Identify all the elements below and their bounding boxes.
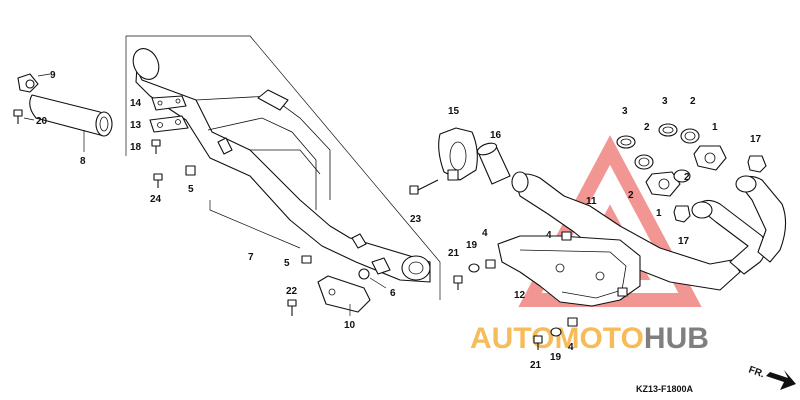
part-3-gasket-left: [616, 135, 636, 149]
part-4-nut-mid: [561, 231, 572, 241]
front-direction-indicator: FR.: [747, 364, 796, 390]
callout-14: 14: [130, 98, 142, 109]
part-4-nut-upper: [485, 259, 496, 269]
callout-18: 18: [130, 142, 142, 153]
part-4-nut-bottom: [567, 317, 578, 327]
part-24-bolt: [153, 173, 163, 188]
part-3-gasket-right: [658, 123, 678, 137]
part-2-gasket-right: [680, 128, 700, 144]
part-8-tailpipe: [29, 94, 113, 152]
part-6-washer: [358, 268, 387, 289]
part-13-plate: [149, 115, 189, 133]
callout-5b: 5: [284, 258, 290, 269]
callout-labels: 9 20 8 14 13 18 24 5 7 5 6 22 10 15 16 2…: [36, 70, 762, 371]
callout-23: 23: [410, 214, 422, 225]
part-15-clamp: [438, 127, 478, 181]
watermark-part1: AUTOMOTO: [470, 322, 644, 355]
part-18-bolt: [151, 139, 161, 154]
callout-15: 15: [448, 106, 460, 117]
arrow-right-icon: [766, 370, 796, 390]
callout-21: 21: [448, 248, 460, 259]
callout-24: 24: [150, 194, 162, 205]
callout-2c: 2: [628, 190, 634, 201]
callout-7: 7: [248, 252, 254, 263]
part-2-gasket-lower: [673, 169, 691, 183]
part-22-bolt: [287, 299, 297, 316]
callout-1: 1: [712, 122, 718, 133]
callout-17: 17: [750, 134, 762, 145]
watermark-part2: HUB: [644, 322, 709, 355]
callout-4b: 4: [568, 342, 574, 353]
callout-8: 8: [80, 156, 86, 167]
callout-2d: 2: [684, 172, 690, 183]
callout-22: 22: [286, 286, 298, 297]
part-1-flange-right: [693, 145, 727, 171]
callout-4: 4: [482, 228, 488, 239]
muffler-group-outline: [125, 35, 441, 300]
part-5b-nut: [301, 255, 312, 264]
callout-3b: 3: [662, 96, 668, 107]
part-21-bolt-lower: [533, 335, 543, 350]
callout-2b: 2: [690, 96, 696, 107]
part-21-bolt-upper: [453, 275, 463, 290]
part-4-nut-lower: [617, 287, 628, 297]
part-20-bolt: [13, 109, 35, 124]
part-23-bolt: [409, 179, 439, 195]
callout-19b: 19: [550, 352, 562, 363]
callout-19: 19: [466, 240, 478, 251]
diagram-code: KZ13-F1800A: [636, 384, 694, 394]
part-11-exhaust-pipes: [511, 171, 787, 291]
part-10-bracket: [317, 275, 371, 316]
direction-label: FR.: [747, 364, 766, 380]
callout-1b: 1: [656, 208, 662, 219]
callout-16: 16: [490, 130, 502, 141]
part-5-nut: [185, 165, 196, 176]
callout-13: 13: [130, 120, 142, 131]
part-16-joint: [476, 142, 511, 185]
part-1-flange-left: [645, 171, 681, 197]
part-2-gasket-left: [634, 154, 654, 170]
part-9-clamp: [17, 73, 51, 93]
callout-11: 11: [586, 196, 597, 207]
part-12-heat-shield: [497, 235, 641, 307]
callout-17b: 17: [678, 236, 690, 247]
part-7-muffler: [132, 48, 431, 283]
callout-3: 3: [622, 106, 628, 117]
part-17-cap-lower: [673, 205, 691, 223]
part-19-washer-lower: [550, 327, 562, 337]
callout-10: 10: [344, 320, 356, 331]
callout-5: 5: [188, 184, 194, 195]
part-17-cap-right: [747, 155, 767, 173]
part-14-plate: [151, 95, 187, 111]
watermark-text: AUTOMOTOHUB: [470, 322, 709, 355]
callout-9: 9: [50, 70, 56, 81]
callout-2: 2: [644, 122, 650, 133]
callout-21b: 21: [530, 360, 542, 371]
part-19-washer-upper: [468, 263, 480, 273]
callout-4c: 4: [546, 230, 552, 241]
callout-12: 12: [514, 290, 526, 301]
callout-20: 20: [36, 116, 48, 127]
callout-6: 6: [390, 288, 396, 299]
